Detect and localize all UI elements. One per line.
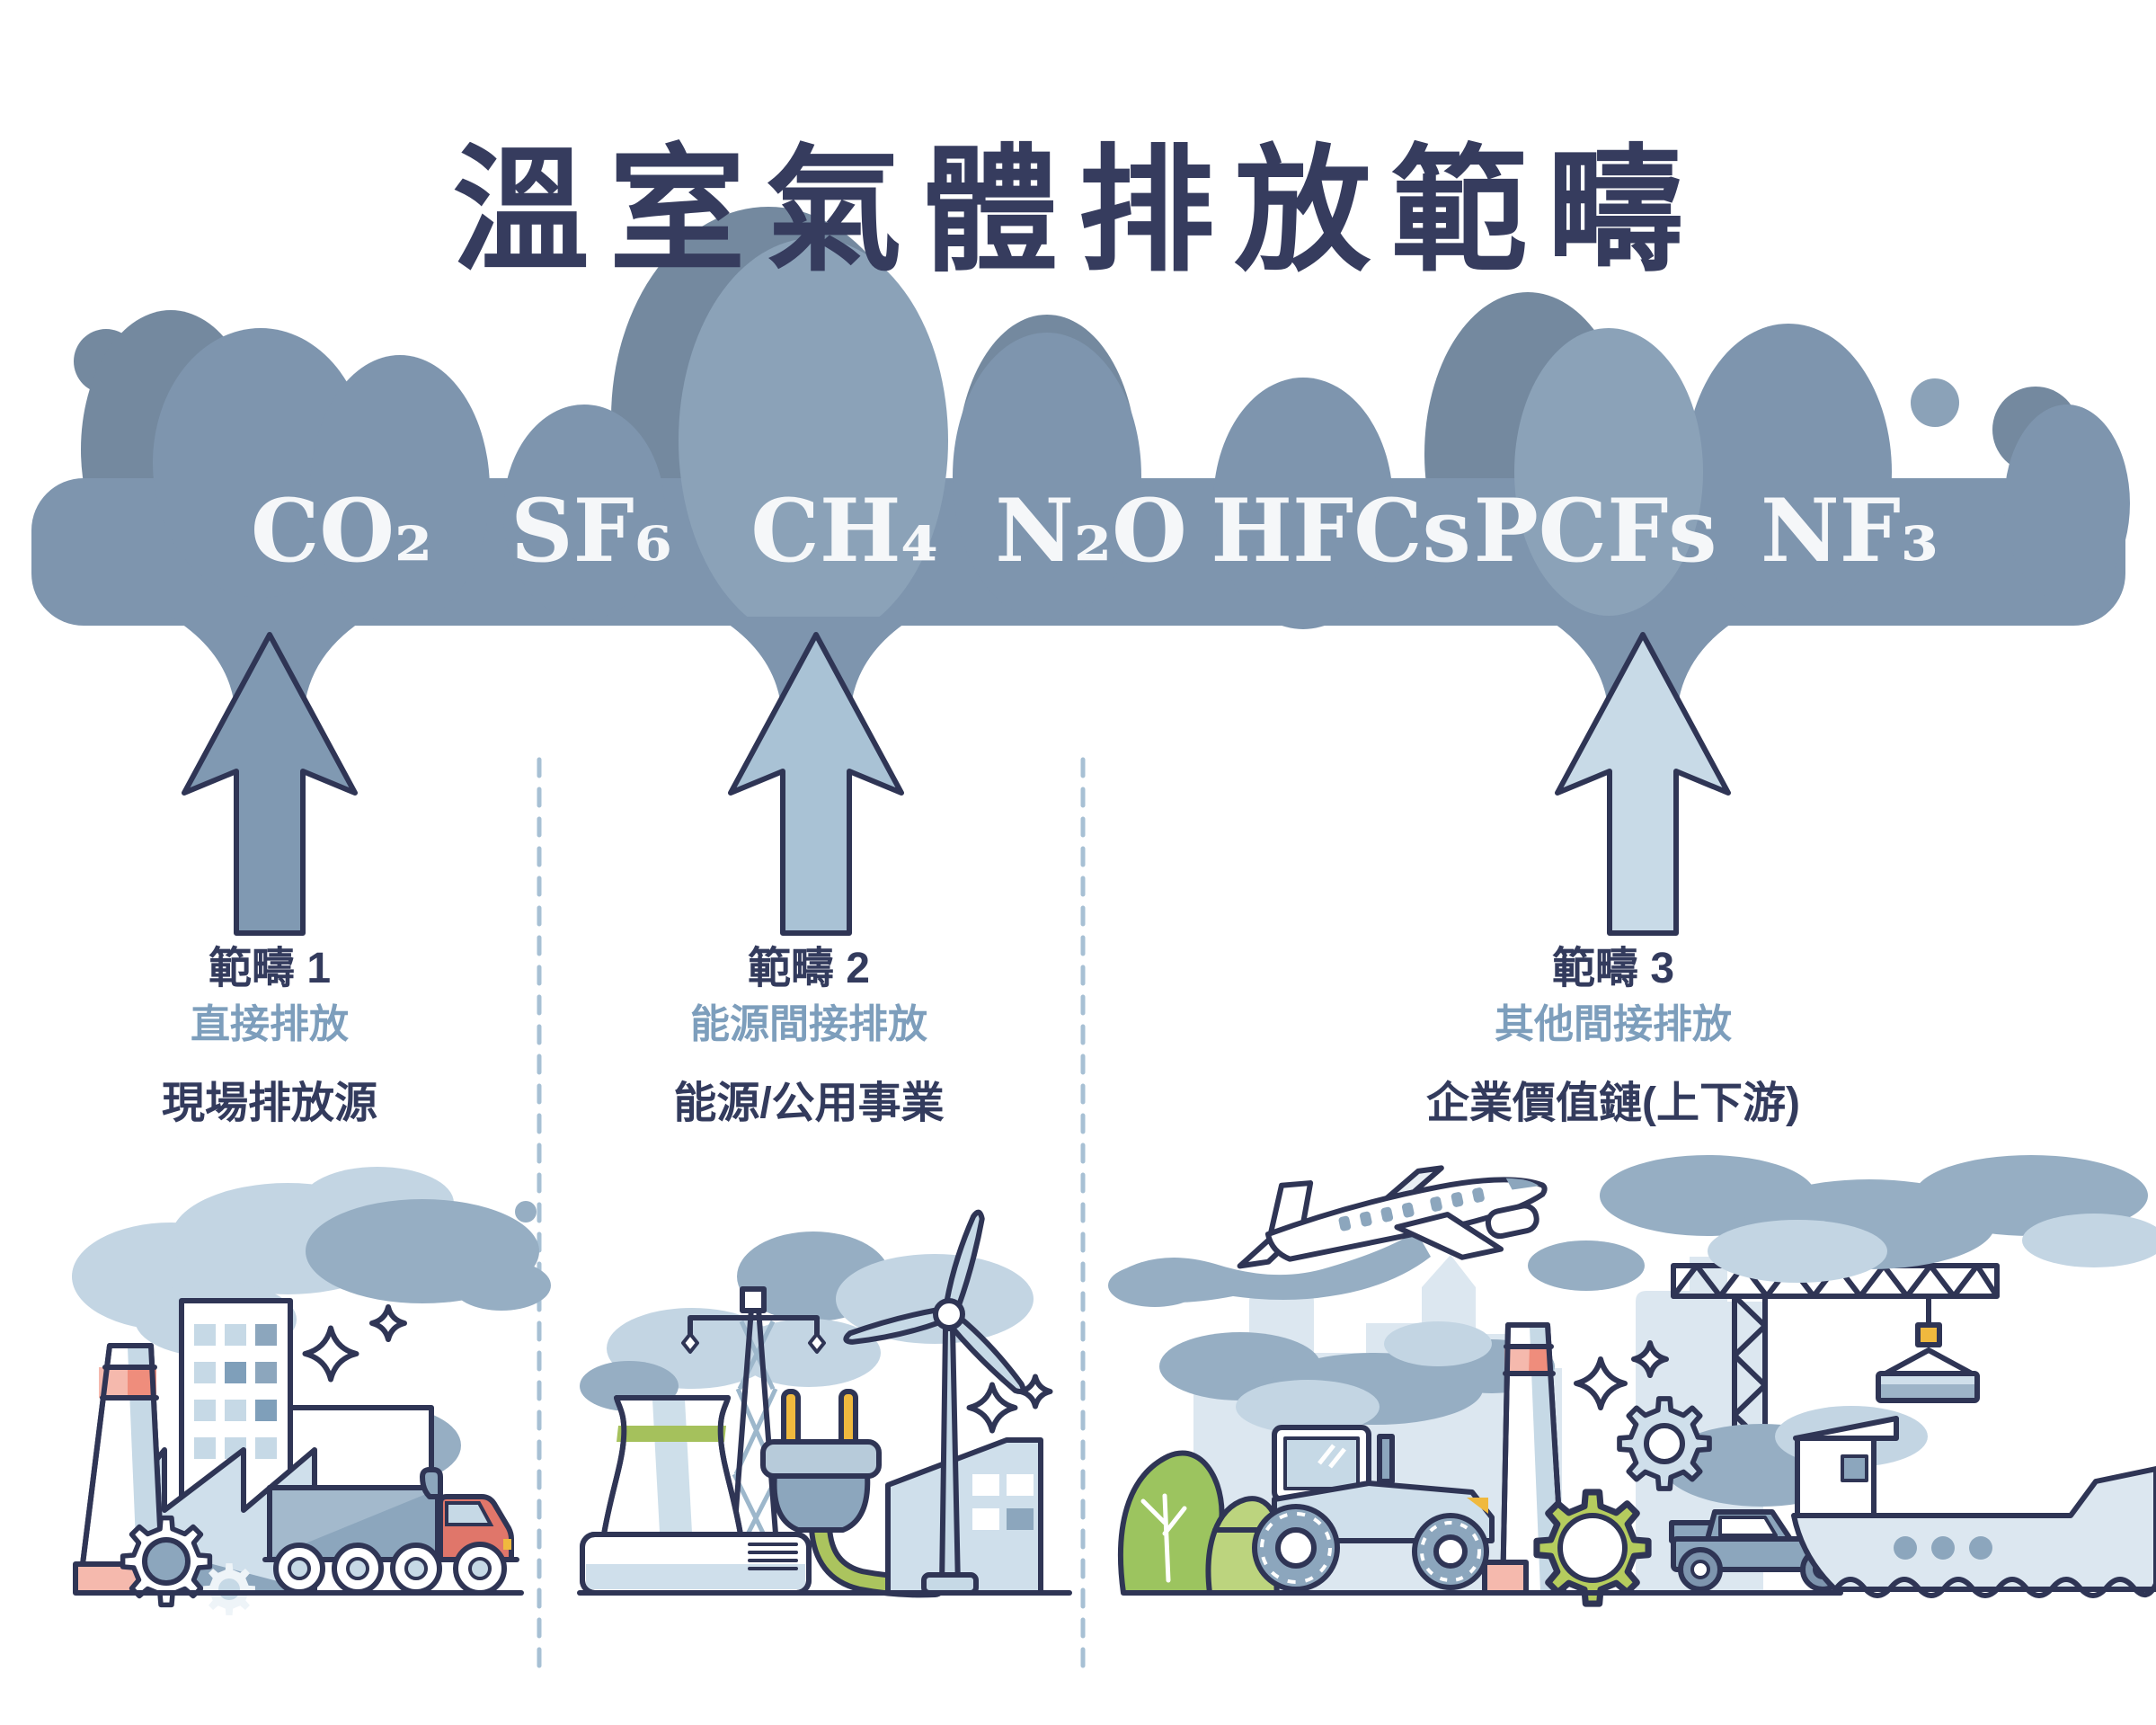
sparkle-icon bbox=[306, 1329, 357, 1380]
cooling-tower-icon bbox=[580, 1395, 812, 1596]
truck-exhaust-pipe bbox=[420, 1467, 443, 1499]
scope2-source: 能源/公用事業 bbox=[673, 1080, 945, 1127]
sparkle-icon bbox=[1021, 1377, 1051, 1407]
power-pylon-icon bbox=[681, 1286, 826, 1596]
truck-window bbox=[445, 1501, 494, 1526]
scope2-label: 範疇 2 bbox=[747, 945, 871, 992]
scope1-text-block: 範疇 1 直接排放 現場排放源 bbox=[162, 947, 377, 1125]
gas-label-hfcs: HFCs bbox=[1211, 480, 1471, 582]
sparkle-icon bbox=[1576, 1359, 1625, 1408]
scope2-type: 能源間接排放 bbox=[690, 1002, 927, 1046]
page-title: 溫室氣體排放範疇 bbox=[452, 134, 1704, 288]
truck-icon bbox=[262, 1467, 519, 1596]
ship-window bbox=[1841, 1454, 1868, 1482]
pickup-window bbox=[1718, 1516, 1778, 1537]
pickup-truck-icon bbox=[1669, 1509, 1858, 1592]
utility-building-icon bbox=[885, 1437, 1043, 1596]
scope2-text-block: 範疇 2 能源間接排放 能源/公用事業 bbox=[673, 947, 944, 1125]
ghg-cloud bbox=[31, 207, 2130, 715]
airplane-icon bbox=[1108, 1165, 1548, 1307]
city-smog-icon bbox=[1159, 1321, 1555, 1434]
scope2-arrow bbox=[728, 632, 904, 936]
scope1-illustration-factory bbox=[72, 1167, 551, 1615]
scope3-arrow bbox=[1555, 632, 1731, 936]
gas-label-pcfs: PCFs bbox=[1473, 480, 1717, 582]
airplane-cockpit bbox=[1505, 1178, 1539, 1190]
scope-arrows bbox=[182, 632, 1731, 936]
sparkle-icon bbox=[372, 1307, 404, 1339]
scope1-arrow bbox=[182, 632, 358, 936]
scope1-label: 範疇 1 bbox=[208, 945, 332, 992]
plug-prong bbox=[781, 1389, 801, 1448]
gas-label-ch4: CH₄ bbox=[750, 480, 939, 582]
gas-label-nf3: NF₃ bbox=[1761, 480, 1939, 582]
tractor-wheels bbox=[1252, 1504, 1489, 1592]
cargo-ship-icon bbox=[1791, 1416, 2156, 1598]
scope3-gears-icon bbox=[1537, 1399, 1709, 1604]
sparkle-icon bbox=[970, 1385, 1016, 1431]
scope1-type: 直接排放 bbox=[190, 1002, 349, 1046]
tractor-icon bbox=[1212, 1425, 1495, 1592]
airplane-wing bbox=[1394, 1212, 1504, 1260]
scope2-illustration-energy bbox=[577, 1210, 1072, 1598]
scope3-type: 其他間接排放 bbox=[1494, 1002, 1732, 1046]
smokestack-icon bbox=[73, 1343, 172, 1596]
scope3-label: 範疇 3 bbox=[1551, 945, 1675, 992]
airplane-engine bbox=[1485, 1203, 1539, 1240]
gas-label-co2: CO₂ bbox=[250, 480, 433, 582]
wind-turbine-icon bbox=[844, 1210, 1028, 1596]
tractor-light bbox=[1467, 1498, 1488, 1514]
scope3-text-block: 範疇 3 其他間接排放 企業價值鏈(上下游) bbox=[1426, 947, 1800, 1125]
gas-label-n2o: N₂O bbox=[995, 480, 1187, 582]
tractor-exhaust bbox=[1377, 1434, 1395, 1484]
water-waves bbox=[1834, 1577, 2156, 1598]
scope1-source: 現場排放源 bbox=[161, 1080, 378, 1127]
truck-headlight bbox=[503, 1539, 511, 1550]
scope3-illustration-value-chain bbox=[1108, 1155, 2156, 1604]
ship-hull bbox=[1791, 1466, 2156, 1592]
plug-prong bbox=[838, 1389, 858, 1448]
airplane-windows bbox=[1338, 1187, 1485, 1232]
city-skyline-silhouette-right bbox=[1636, 1257, 1763, 1593]
crane-hook-block bbox=[1915, 1322, 1942, 1347]
building-windows bbox=[194, 1324, 277, 1459]
gas-label-sf6: SF₆ bbox=[510, 480, 672, 582]
scope3-source: 企業價值鏈(上下游) bbox=[1426, 1080, 1800, 1127]
